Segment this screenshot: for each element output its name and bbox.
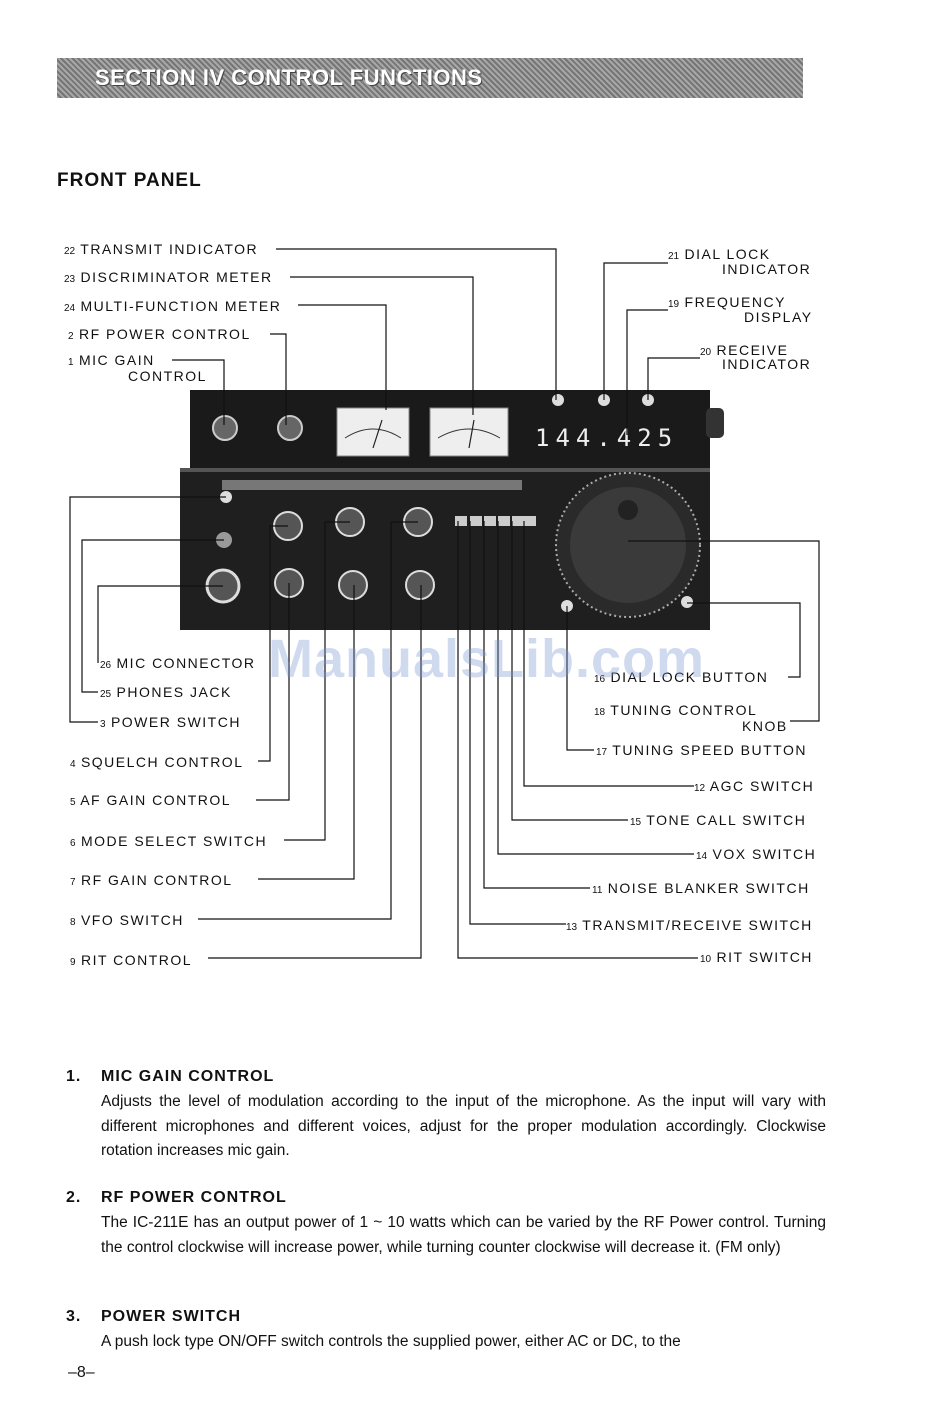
front-panel-diagram: 144.425 [64,241,820,968]
svg-text:24 MULTI-FUNCTION METER: 24 MULTI-FUNCTION METER [64,298,281,314]
section-title: SECTION IV CONTROL FUNCTIONS [95,65,483,90]
svg-text:23 DISCRIMINATOR METER: 23 DISCRIMINATOR METER [64,269,273,285]
svg-text:17 TUNING SPEED BUTTON: 17 TUNING SPEED BUTTON [596,742,807,758]
rit-switch[interactable] [455,516,467,526]
svg-text:16 DIAL LOCK BUTTON: 16 DIAL LOCK BUTTON [594,669,768,685]
rf-power-knob[interactable] [277,415,303,441]
item-number: 1. [66,1068,82,1085]
frequency-display: 144.425 [535,424,678,452]
svg-text:13 TRANSMIT/RECEIVE SWITCH: 13 TRANSMIT/RECEIVE SWITCH [566,917,813,933]
radio-side-knob [706,408,724,438]
svg-text:3 POWER SWITCH: 3 POWER SWITCH [100,714,241,730]
svg-text:8 VFO SWITCH: 8 VFO SWITCH [70,912,184,928]
tuning-knob-dimple [618,500,638,520]
mic-gain-knob[interactable] [212,415,238,441]
front-panel-title: FRONT PANEL [57,170,202,191]
multi-function-meter [429,407,509,457]
svg-text:20 RECEIVE: 20 RECEIVE [700,342,788,358]
description-item-1: 1. MIC GAIN CONTROL Adjusts the level of … [66,1068,826,1164]
svg-text:CONTROL: CONTROL [128,368,207,384]
watermark: ManualsLib.com [268,629,706,689]
svg-text:22 TRANSMIT INDICATOR: 22 TRANSMIT INDICATOR [64,241,258,257]
svg-text:15 TONE CALL SWITCH: 15 TONE CALL SWITCH [630,812,806,828]
item-heading: RF POWER CONTROL [101,1189,287,1206]
item-text: Adjusts the level of modulation accordin… [101,1093,826,1159]
rf-gain-knob[interactable] [338,570,368,600]
dial-lock-button[interactable] [681,596,693,608]
description-item-2: 2. RF POWER CONTROL The IC-211E has an ou… [66,1189,826,1260]
svg-text:21 DIAL LOCK: 21 DIAL LOCK [668,246,771,262]
item-number: 2. [66,1189,82,1206]
svg-text:7 RF GAIN CONTROL: 7 RF GAIN CONTROL [70,872,233,888]
svg-text:12 AGC SWITCH: 12 AGC SWITCH [694,778,814,794]
tuning-control-knob[interactable] [570,487,686,603]
svg-text:19 FREQUENCY: 19 FREQUENCY [668,294,786,310]
item-number: 3. [66,1308,82,1325]
item-heading: POWER SWITCH [101,1308,241,1325]
svg-text:KNOB: KNOB [742,718,788,734]
rit-knob[interactable] [405,570,435,600]
item-text: A push lock type ON/OFF switch controls … [101,1333,681,1350]
svg-text:9 RIT CONTROL: 9 RIT CONTROL [70,952,192,968]
right-callouts: 21 DIAL LOCK INDICATOR 19 FREQUENCY DISP… [566,246,816,965]
transmit-receive-switch[interactable] [470,516,482,526]
svg-text:18 TUNING CONTROL: 18 TUNING CONTROL [594,702,757,718]
discriminator-meter [336,407,410,457]
page-number: –8– [68,1364,95,1381]
svg-text:INDICATOR: INDICATOR [722,356,811,372]
svg-text:25 PHONES JACK: 25 PHONES JACK [100,684,232,700]
vox-switch[interactable] [498,516,510,526]
svg-text:11 NOISE BLANKER SWITCH: 11 NOISE BLANKER SWITCH [592,880,810,896]
item-text: The IC-211E has an output power of 1 ~ 1… [101,1214,826,1256]
transmit-indicator-lamp [552,394,564,406]
svg-text:10 RIT SWITCH: 10 RIT SWITCH [700,949,813,965]
svg-text:2 RF POWER CONTROL: 2 RF POWER CONTROL [68,326,251,342]
svg-text:DISPLAY: DISPLAY [744,309,813,325]
tone-call-switch[interactable] [512,516,524,526]
agc-switch[interactable] [524,516,536,526]
description-item-3: 3. POWER SWITCH A push lock type ON/OFF s… [66,1308,826,1355]
noise-blanker-switch[interactable] [484,516,496,526]
left-callouts: 22 TRANSMIT INDICATOR 23 DISCRIMINATOR M… [64,241,281,968]
svg-text:4 SQUELCH CONTROL: 4 SQUELCH CONTROL [70,754,243,770]
item-heading: MIC GAIN CONTROL [101,1068,275,1085]
svg-text:5 AF GAIN CONTROL: 5 AF GAIN CONTROL [70,792,231,808]
radio-model-plate [222,480,522,490]
radio-lower-trim [180,468,710,472]
svg-text:14 VOX SWITCH: 14 VOX SWITCH [696,846,816,862]
section-header-bar: SECTION IV CONTROL FUNCTIONS [57,58,803,98]
svg-text:INDICATOR: INDICATOR [722,261,811,277]
svg-text:1 MIC GAIN: 1 MIC GAIN [68,352,155,368]
svg-text:6 MODE SELECT SWITCH: 6 MODE SELECT SWITCH [70,833,267,849]
svg-text:26 MIC CONNECTOR: 26 MIC CONNECTOR [100,655,256,671]
